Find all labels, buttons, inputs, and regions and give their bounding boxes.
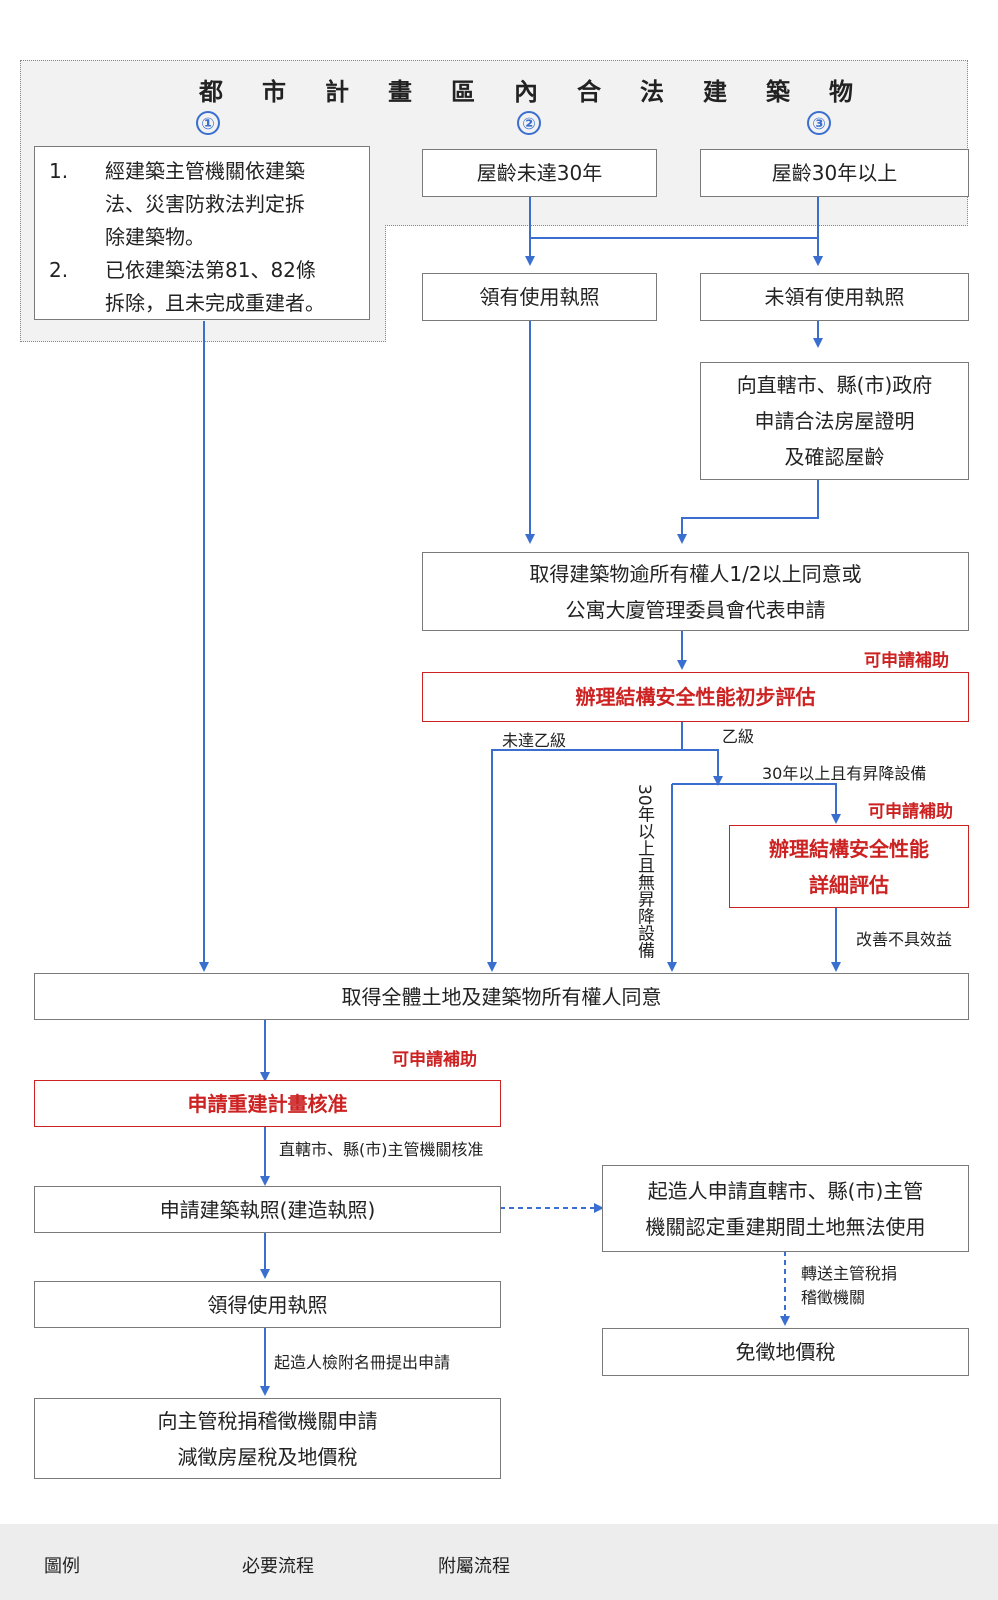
apply-proof-line: 申請合法房屋證明 bbox=[754, 409, 915, 433]
land-unusable-line: 機關認定重建期間土地無法使用 bbox=[645, 1214, 926, 1239]
zone-title-char: 建 bbox=[703, 78, 727, 106]
zone-title-char: 計 bbox=[325, 78, 349, 106]
marker-2: ② bbox=[517, 111, 541, 135]
demolition-criteria-box: 1. 經建築主管機關依建築 法、災害防救法判定拆 除建築物。 2. 已依建築法第81… bbox=[34, 146, 370, 320]
item-text: 已依建築法第81、82條 bbox=[105, 258, 316, 282]
age-over-30-box: 屋齡30年以上 bbox=[700, 149, 969, 197]
subsidy-label: 可申請補助 bbox=[868, 802, 953, 822]
zone-title-char: 築 bbox=[766, 78, 790, 106]
zone-title-char: 法 bbox=[640, 78, 664, 106]
land-tax-exempt-box: 免徵地價稅 bbox=[602, 1328, 969, 1376]
submit-list-label: 起造人檢附名冊提出申請 bbox=[274, 1353, 451, 1372]
item-text: 拆除，且未完成重建者。 bbox=[105, 291, 325, 315]
zone-title-char: 合 bbox=[577, 78, 601, 106]
zone-title-char: 區 bbox=[451, 78, 475, 106]
zone-title-char: 市 bbox=[262, 78, 286, 106]
arrow-under30-to-nolicense bbox=[530, 237, 823, 266]
item-text: 經建築主管機關依建築 bbox=[105, 159, 305, 183]
grade-b-label: 乙級 bbox=[722, 727, 755, 746]
has-license-box: 領有使用執照 bbox=[422, 273, 657, 321]
get-license-box: 領得使用執照 bbox=[34, 1281, 501, 1328]
apply-proof-line: 向直轄市、縣(市)政府 bbox=[736, 373, 933, 397]
zone-title-char: 物 bbox=[829, 78, 853, 106]
land-unusable-box: 起造人申請直轄市、縣(市)主管 機關認定重建期間土地無法使用 bbox=[602, 1165, 969, 1252]
transfer-tax-label: 轉送主管稅捐 稽徵機關 bbox=[801, 1262, 897, 1310]
legend-title: 圖例 bbox=[44, 1556, 80, 1577]
detail-eval-line: 辦理結構安全性能 bbox=[769, 836, 929, 861]
arrow-prelim-below-b bbox=[487, 722, 683, 972]
arrow-elevator-to-detail bbox=[672, 783, 841, 824]
zone-title-char: 畫 bbox=[388, 78, 412, 106]
tax-reduce-line: 減徵房屋稅及地價稅 bbox=[177, 1444, 358, 1469]
transfer-tax-line: 轉送主管稅捐 bbox=[801, 1264, 898, 1283]
marker-3: ③ bbox=[807, 111, 831, 135]
elevator-label: 30年以上且有昇降設備 bbox=[762, 764, 927, 783]
prelim-eval-box: 辦理結構安全性能初步評估 bbox=[422, 672, 969, 722]
below-b-label: 未達乙級 bbox=[502, 731, 567, 750]
consent-half-line: 公寓大廈管理委員會代表申請 bbox=[565, 597, 826, 622]
item-number: 1. bbox=[49, 159, 69, 183]
consent-all-box: 取得全體土地及建築物所有權人同意 bbox=[34, 973, 969, 1020]
apply-permit-box: 申請建築執照(建造執照) bbox=[34, 1186, 501, 1233]
arrow-proof-to-consent bbox=[677, 479, 819, 544]
consent-half-box: 取得建築物逾所有權人1/2以上同意或 公寓大廈管理委員會代表申請 bbox=[422, 552, 969, 631]
item-text: 法、災害防救法判定拆 bbox=[105, 192, 305, 216]
approve-by-label: 直轄市、縣(市)主管機關核准 bbox=[279, 1140, 484, 1159]
subsidy-label: 可申請補助 bbox=[864, 651, 949, 671]
no-license-box: 未領有使用執照 bbox=[700, 273, 969, 321]
arrow-prelim-grade-b bbox=[682, 749, 723, 786]
land-unusable-line: 起造人申請直轄市、縣(市)主管 bbox=[647, 1178, 924, 1203]
no-benefit-label: 改善不具效益 bbox=[856, 930, 953, 949]
apply-plan-box: 申請重建計畫核准 bbox=[34, 1080, 501, 1127]
zone-title-char: 都 bbox=[199, 78, 223, 106]
legend-required-label: 必要流程 bbox=[242, 1556, 314, 1577]
detail-eval-line: 詳細評估 bbox=[809, 872, 889, 897]
consent-half-line: 取得建築物逾所有權人1/2以上同意或 bbox=[529, 561, 862, 586]
detail-eval-box: 辦理結構安全性能 詳細評估 bbox=[729, 825, 969, 908]
apply-proof-box: 向直轄市、縣(市)政府 申請合法房屋證明 及確認屋齡 bbox=[700, 362, 969, 480]
no-elevator-label: 30年以上且無昇降設備 bbox=[634, 784, 654, 959]
item-text: 除建築物。 bbox=[105, 225, 205, 249]
tax-reduce-box: 向主管稅捐稽徵機關申請 減徵房屋稅及地價稅 bbox=[34, 1398, 501, 1479]
item-number: 2. bbox=[49, 258, 69, 282]
legend-aux-label: 附屬流程 bbox=[438, 1556, 510, 1577]
marker-1: ① bbox=[196, 111, 220, 135]
legend: 圖例 必要流程 附屬流程 bbox=[0, 1524, 998, 1600]
age-under-30-box: 屋齡未達30年 bbox=[422, 149, 657, 197]
tax-reduce-line: 向主管稅捐稽徵機關申請 bbox=[157, 1408, 378, 1433]
apply-proof-line: 及確認屋齡 bbox=[784, 445, 885, 469]
zone-title-char: 內 bbox=[514, 78, 538, 106]
transfer-tax-line: 稽徵機關 bbox=[801, 1288, 866, 1307]
subsidy-label: 可申請補助 bbox=[392, 1050, 477, 1070]
